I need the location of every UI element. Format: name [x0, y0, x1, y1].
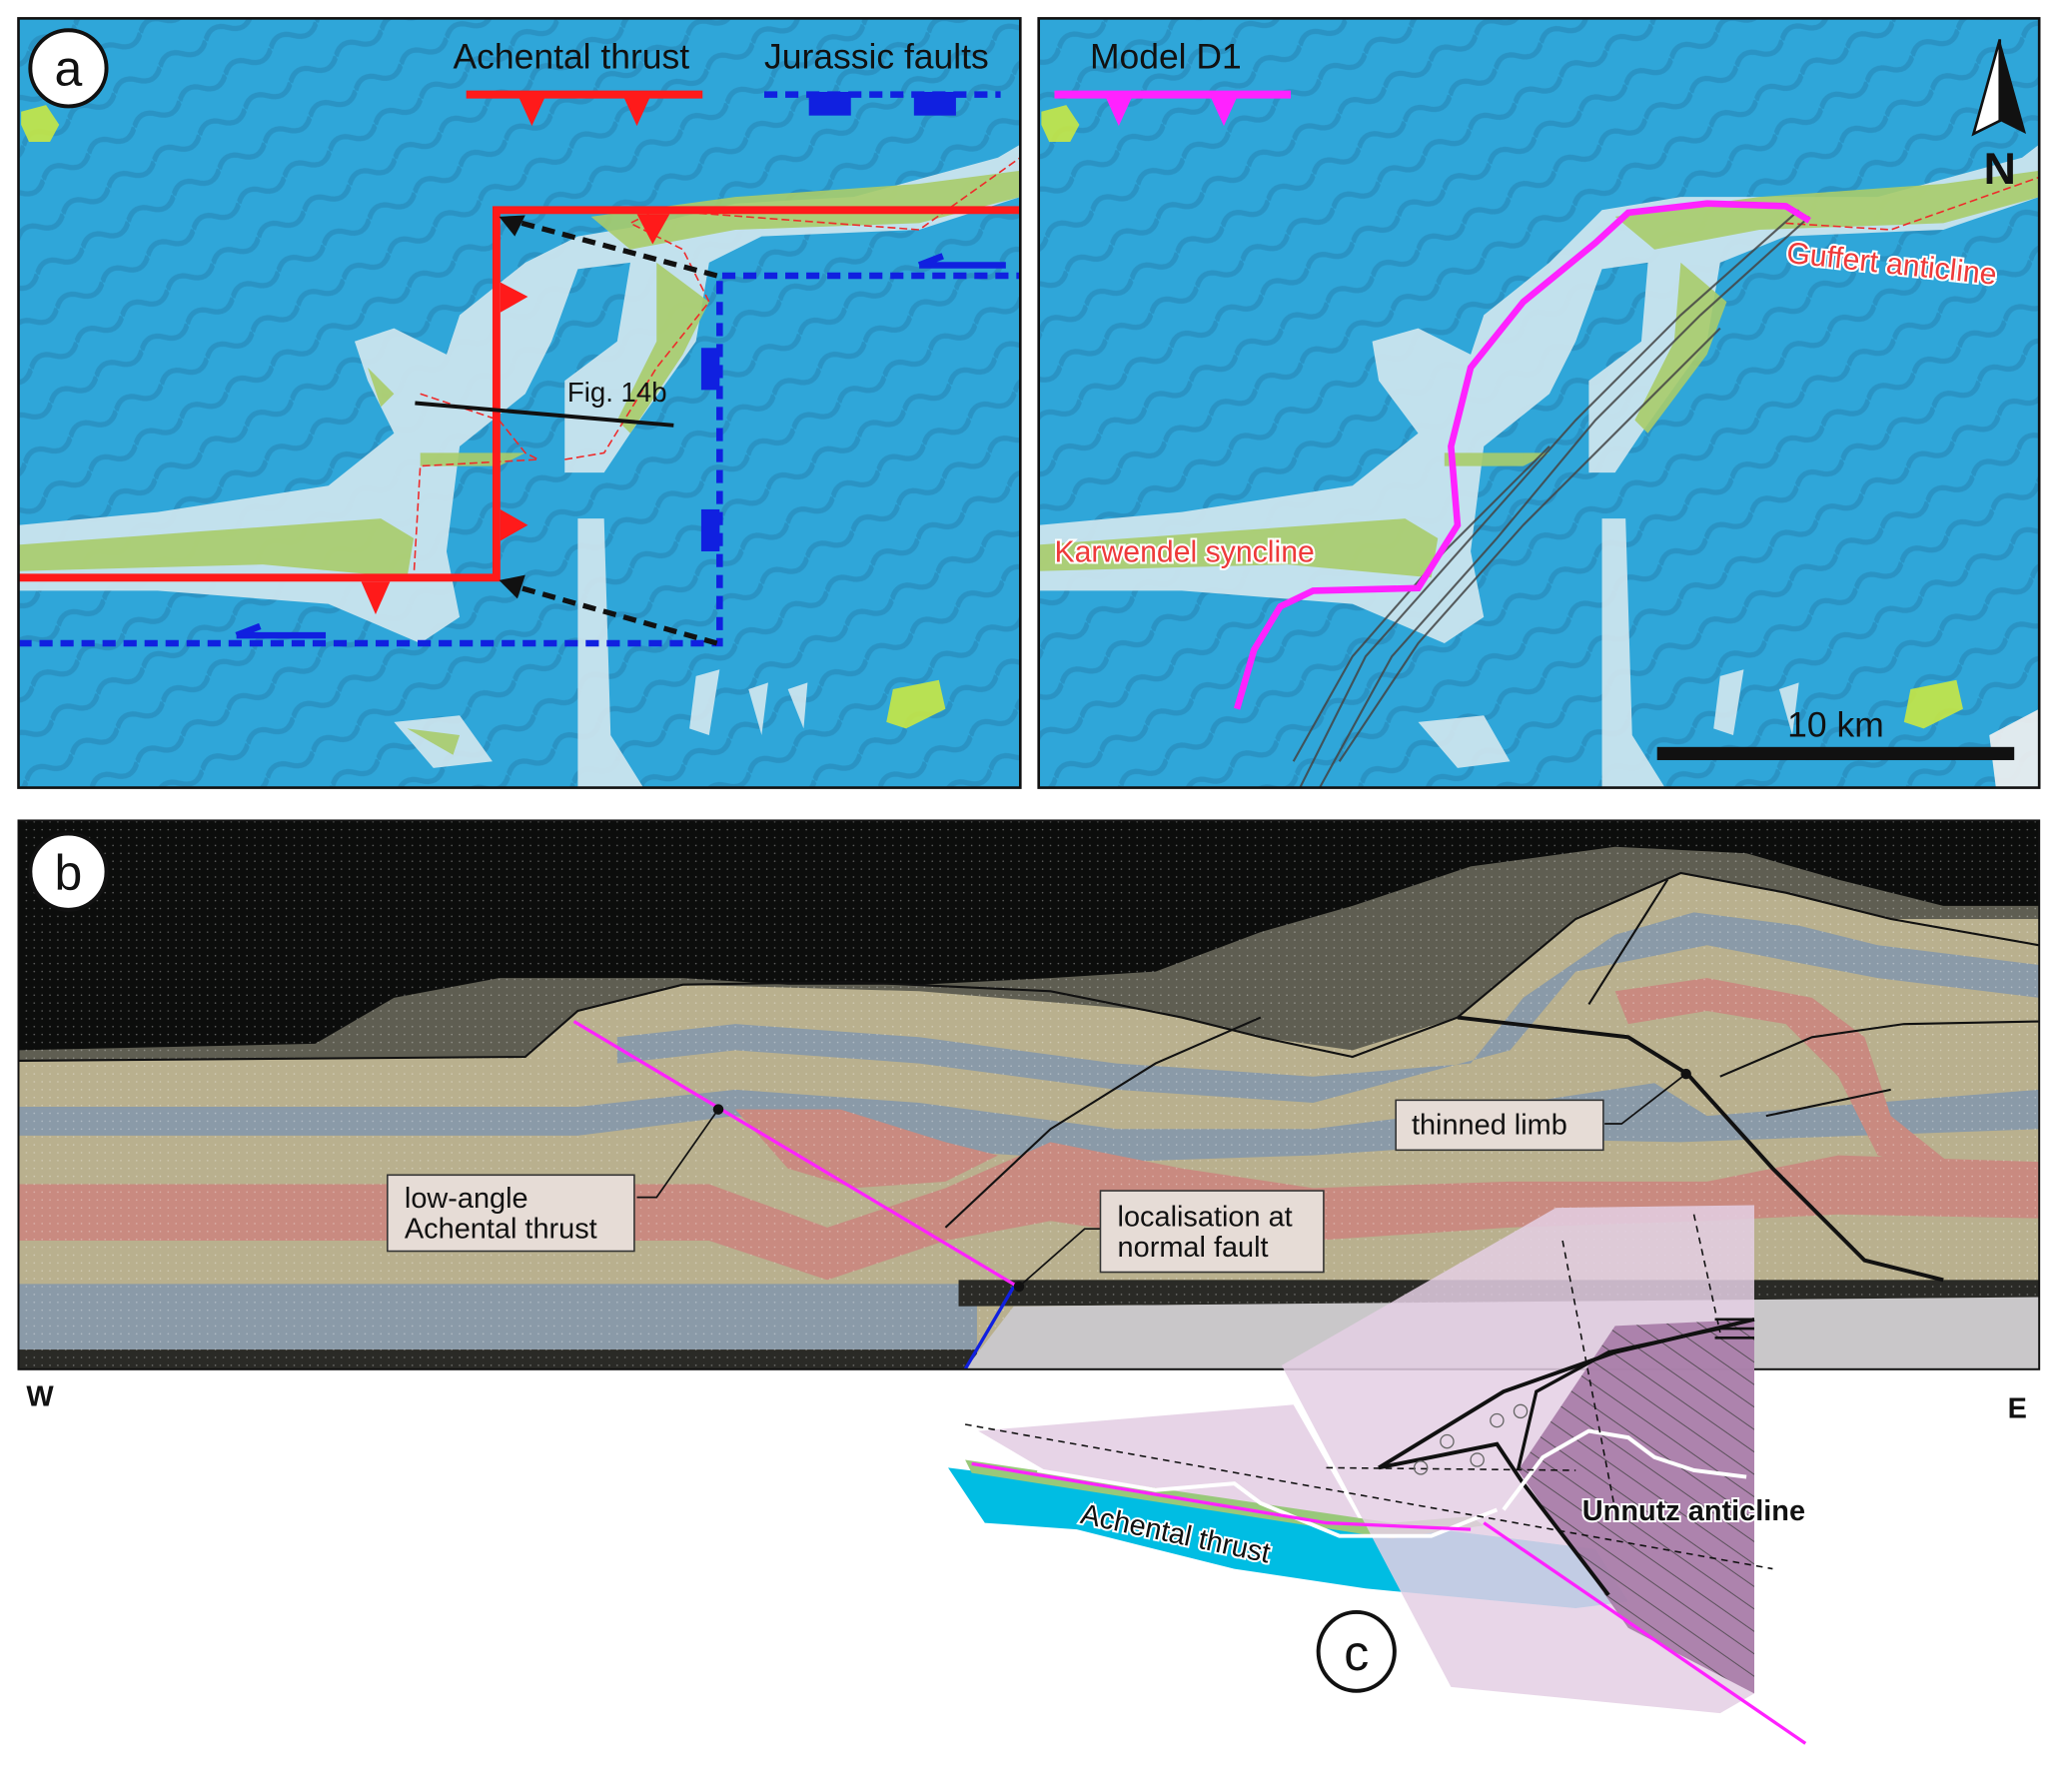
karwendel-syncline-label: Karwendel syncline: [1054, 536, 1314, 569]
displacement-arrow: [511, 218, 718, 279]
legend-jurassic-label: Jurassic faults: [764, 36, 989, 76]
svg-text:normal fault: normal fault: [1118, 1232, 1269, 1264]
section-line-label: Fig. 14b: [567, 377, 667, 408]
panel-c-badge: c: [1316, 1609, 1397, 1693]
normal-fault-line: [963, 1286, 1016, 1370]
jurassic-fault-line: [18, 272, 1021, 647]
unnutz-anticline-fill: [1518, 1319, 1754, 1694]
svg-text:a: a: [55, 40, 83, 96]
svg-text:localisation at: localisation at: [1118, 1202, 1293, 1234]
legend-achental-label: Achental thrust: [454, 36, 690, 76]
achental-thrust-line: [18, 206, 1021, 582]
displacement-arrow: [511, 582, 718, 646]
east-label: E: [2008, 1392, 2027, 1424]
panel-a-right-frame: [1037, 17, 2041, 789]
north-label: N: [1984, 145, 2016, 194]
callout-low-angle-thrust: low-angle Achental thrust: [387, 1174, 635, 1253]
panel-b-frame: [17, 819, 2041, 1370]
section-line: [415, 401, 674, 428]
thrust-trace: [1457, 1015, 1944, 1283]
structure-lines: [18, 871, 2040, 1229]
fault-block-marker: [700, 348, 720, 391]
callout-localisation: localisation at normal fault: [1099, 1190, 1325, 1274]
legend-model-label: Model D1: [1090, 36, 1242, 76]
outcrop-light: [18, 144, 1021, 788]
achental-thrust-trace: [971, 1461, 1807, 1745]
mapped-faults: [413, 157, 1021, 578]
svg-text:Achental thrust: Achental thrust: [405, 1213, 597, 1245]
model-faults: [1292, 209, 1810, 788]
svg-text:low-angle: low-angle: [405, 1183, 528, 1215]
fault-block-marker: [700, 508, 720, 551]
unnutz-anticline-label: Unnutz anticline: [1582, 1495, 1805, 1527]
sinistral-arrow: [235, 622, 327, 639]
map-terrain: [18, 18, 1021, 788]
map-panel-left: Fig. 14b Achental thrust Jurassic faults: [18, 18, 1021, 788]
thrust-teeth: [361, 214, 670, 615]
sinistral-arrow: [917, 253, 1006, 269]
outcrop-light: [1038, 144, 2040, 788]
scale-bar: [1656, 746, 2015, 760]
model-d1-thrust: [1234, 200, 1811, 710]
svg-text:thinned limb: thinned limb: [1412, 1110, 1567, 1142]
callout-thinned-limb: thinned limb: [1395, 1099, 1604, 1152]
panel-a-badge: a: [28, 28, 109, 109]
map-panel-right: N 10 km Guffert anticline Karwendel sync…: [1038, 18, 2040, 788]
west-label: W: [26, 1381, 54, 1413]
low-angle-thrust-line: [572, 1020, 1019, 1289]
conglomerate-circles: [1413, 1403, 1529, 1475]
panel-a-frame: [17, 17, 1022, 789]
block-diagram-panel: Achental thrust Unnutz anticline c: [948, 1205, 1807, 1745]
panel-b-badge: b: [28, 831, 109, 912]
map-terrain: [1038, 18, 2040, 788]
svg-text:b: b: [55, 845, 83, 901]
svg-text:c: c: [1344, 1625, 1369, 1681]
scale-label: 10 km: [1787, 704, 1884, 744]
